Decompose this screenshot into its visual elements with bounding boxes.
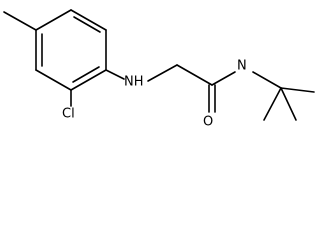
- nh-label: NH: [124, 75, 144, 90]
- ring-bond: [35, 69, 72, 91]
- ring-double-bond: [73, 16, 101, 33]
- tbutyl-methyl-bond: [280, 87, 297, 121]
- cl-label: Cl: [62, 107, 75, 122]
- tbutyl-methyl-bond: [280, 87, 315, 93]
- n-to-tbutyl-bond: [252, 71, 282, 89]
- tbutyl-methyl-bond: [263, 87, 282, 121]
- n-label: N: [237, 59, 247, 74]
- methyl-bond: [3, 11, 37, 31]
- tert-butyl-group: [263, 87, 315, 121]
- ch2-to-carbonyl-bond: [176, 64, 213, 86]
- nh-to-ch2-bond: [147, 64, 178, 82]
- o-label: O: [203, 115, 213, 130]
- chemical-structure: NH N Cl O: [3, 9, 315, 130]
- ring-bond: [70, 69, 107, 91]
- ring-to-nh-bond: [105, 69, 125, 80]
- ring-double-bond: [72, 66, 100, 83]
- carbonyl-to-n-bond: [211, 71, 236, 86]
- benzene-ring: [35, 9, 107, 91]
- ring-bond: [35, 9, 72, 31]
- ring-bond: [70, 9, 107, 31]
